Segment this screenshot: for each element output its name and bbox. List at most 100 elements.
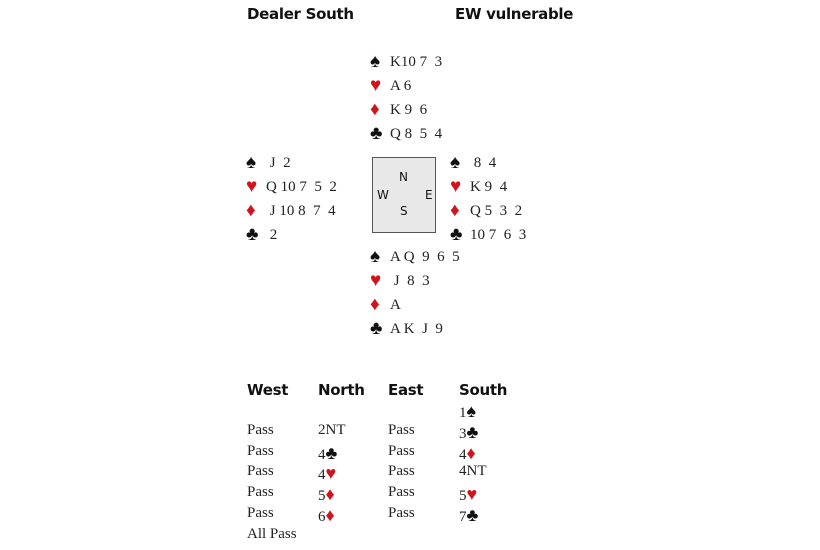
north-diamond-holding: ♦ K 9 6 <box>370 98 442 122</box>
cards: 8 4 <box>470 155 497 171</box>
auction-header-south: South <box>459 381 508 399</box>
south-hand: ♠A Q 9 6 5♥ J 8 3♦A♣A K J 9 <box>370 245 460 341</box>
auction-bid: 7♣ <box>459 505 478 526</box>
heart-icon: ♥ <box>325 463 337 484</box>
south-diamond-holding: ♦A <box>370 293 460 317</box>
south-club-holding: ♣ A K J 9 <box>370 317 460 341</box>
east-spade-holding: ♠ 8 4 <box>450 151 526 175</box>
auction-header-north: North <box>318 381 365 399</box>
auction-bid: Pass <box>247 505 274 521</box>
auction-bid: 4NT <box>459 463 487 480</box>
heart-icon: ♥ <box>246 176 258 197</box>
spade-icon: ♠ <box>246 152 257 173</box>
cards: J 2 <box>266 155 291 171</box>
bid-level: 4 <box>459 446 467 463</box>
spade-icon: ♠ <box>466 401 477 421</box>
club-icon: ♣ <box>466 505 479 525</box>
diamond-icon: ♦ <box>450 200 460 221</box>
auction-bid: Pass <box>388 505 415 521</box>
club-icon: ♣ <box>370 318 383 339</box>
heart-icon: ♥ <box>466 484 478 505</box>
spade-icon: ♠ <box>370 51 381 72</box>
club-icon: ♣ <box>466 421 479 442</box>
west-diamond-holding: ♦ J 10 8 7 4 <box>246 199 337 223</box>
bid-level: 6 <box>318 509 326 525</box>
heart-icon: ♥ <box>370 270 382 291</box>
bid-level: 3 <box>459 425 467 442</box>
cards: Q 10 7 5 2 <box>266 179 337 195</box>
dealer-label: Dealer South <box>247 5 354 23</box>
bid-level: 5 <box>318 488 326 505</box>
east-club-holding: ♣ 10 7 6 3 <box>450 223 526 247</box>
compass-west: W <box>377 188 389 202</box>
club-icon: ♣ <box>370 123 383 144</box>
auction-header-east: East <box>388 381 424 399</box>
auction-bid: 2NT <box>318 421 346 438</box>
cards: K 9 6 <box>390 102 428 118</box>
club-icon: ♣ <box>450 224 463 245</box>
north-club-holding: ♣ Q 8 5 4 <box>370 122 442 146</box>
diamond-icon: ♦ <box>325 484 335 505</box>
south-heart-holding: ♥ J 8 3 <box>370 269 460 293</box>
auction-bid: 6♦ <box>318 505 335 526</box>
heart-icon: ♥ <box>450 176 462 197</box>
cards: A K J 9 <box>390 321 443 337</box>
auction-bid: Pass <box>388 484 415 501</box>
auction-bid: Pass <box>388 463 415 480</box>
auction-bid: 5♦ <box>318 484 335 505</box>
diamond-icon: ♦ <box>466 442 476 463</box>
north-spade-holding: ♠ K10 7 3 <box>370 50 442 74</box>
auction-bid: Pass <box>388 442 415 459</box>
club-icon: ♣ <box>246 224 259 245</box>
east-heart-holding: ♥K 9 4 <box>450 175 526 199</box>
north-heart-holding: ♥ A 6 <box>370 74 442 98</box>
auction-header-west: West <box>247 381 289 399</box>
bid-level: 7 <box>459 509 467 525</box>
auction-bid: Pass <box>247 484 274 501</box>
east-diamond-holding: ♦ Q 5 3 2 <box>450 199 526 223</box>
cards: K10 7 3 <box>390 54 443 70</box>
cards: Q 8 5 4 <box>390 126 443 142</box>
cards: A 6 <box>390 78 412 94</box>
auction-bid: Pass <box>247 442 274 459</box>
bid-level: 5 <box>459 488 467 505</box>
auction-bid: 5♥ <box>459 484 477 505</box>
west-heart-holding: ♥ Q 10 7 5 2 <box>246 175 337 199</box>
auction-bid: All Pass <box>247 525 297 542</box>
cards: Q 5 3 2 <box>470 203 523 219</box>
cards: A <box>390 297 401 313</box>
compass-box: N W E S <box>372 157 436 233</box>
spade-icon: ♠ <box>450 152 461 173</box>
compass-south: S <box>400 204 408 218</box>
cards: J 8 3 <box>390 273 430 289</box>
auction-bid: 1♠ <box>459 401 476 422</box>
cards: 10 7 6 3 <box>470 227 527 243</box>
compass-north: N <box>399 170 408 184</box>
auction-bid: 3♣ <box>459 422 478 443</box>
diamond-icon: ♦ <box>325 505 335 525</box>
auction-bid: 4♦ <box>459 443 476 464</box>
auction-bid: 4♥ <box>318 463 336 484</box>
north-hand: ♠ K10 7 3 ♥ A 6 ♦ K 9 6 ♣ Q 8 5 4 <box>370 50 442 146</box>
cards: 2 <box>266 227 278 243</box>
bid-level: 1 <box>459 405 467 421</box>
auction-bid: Pass <box>247 463 274 480</box>
west-spade-holding: ♠ J 2 <box>246 151 337 175</box>
east-hand: ♠ 8 4♥K 9 4♦Q 5 3 2♣10 7 6 3 <box>450 151 526 247</box>
auction-bid: Pass <box>388 421 415 438</box>
west-club-holding: ♣ 2 <box>246 223 337 247</box>
cards: A Q 9 6 5 <box>390 249 460 265</box>
bid-level: 4 <box>318 446 326 463</box>
auction-bid: 4♣ <box>318 443 337 464</box>
bid-level: 4 <box>318 467 326 484</box>
heart-icon: ♥ <box>370 75 382 96</box>
auction-bid: Pass <box>247 421 274 438</box>
diamond-icon: ♦ <box>246 200 256 221</box>
diamond-icon: ♦ <box>370 99 380 120</box>
west-hand: ♠ J 2♥Q 10 7 5 2♦ J 10 8 7 4♣ 2 <box>246 151 337 247</box>
club-icon: ♣ <box>325 442 338 463</box>
cards: J 10 8 7 4 <box>266 203 336 219</box>
spade-icon: ♠ <box>370 246 381 267</box>
south-spade-holding: ♠ A Q 9 6 5 <box>370 245 460 269</box>
vulnerability-label: EW vulnerable <box>455 5 574 23</box>
